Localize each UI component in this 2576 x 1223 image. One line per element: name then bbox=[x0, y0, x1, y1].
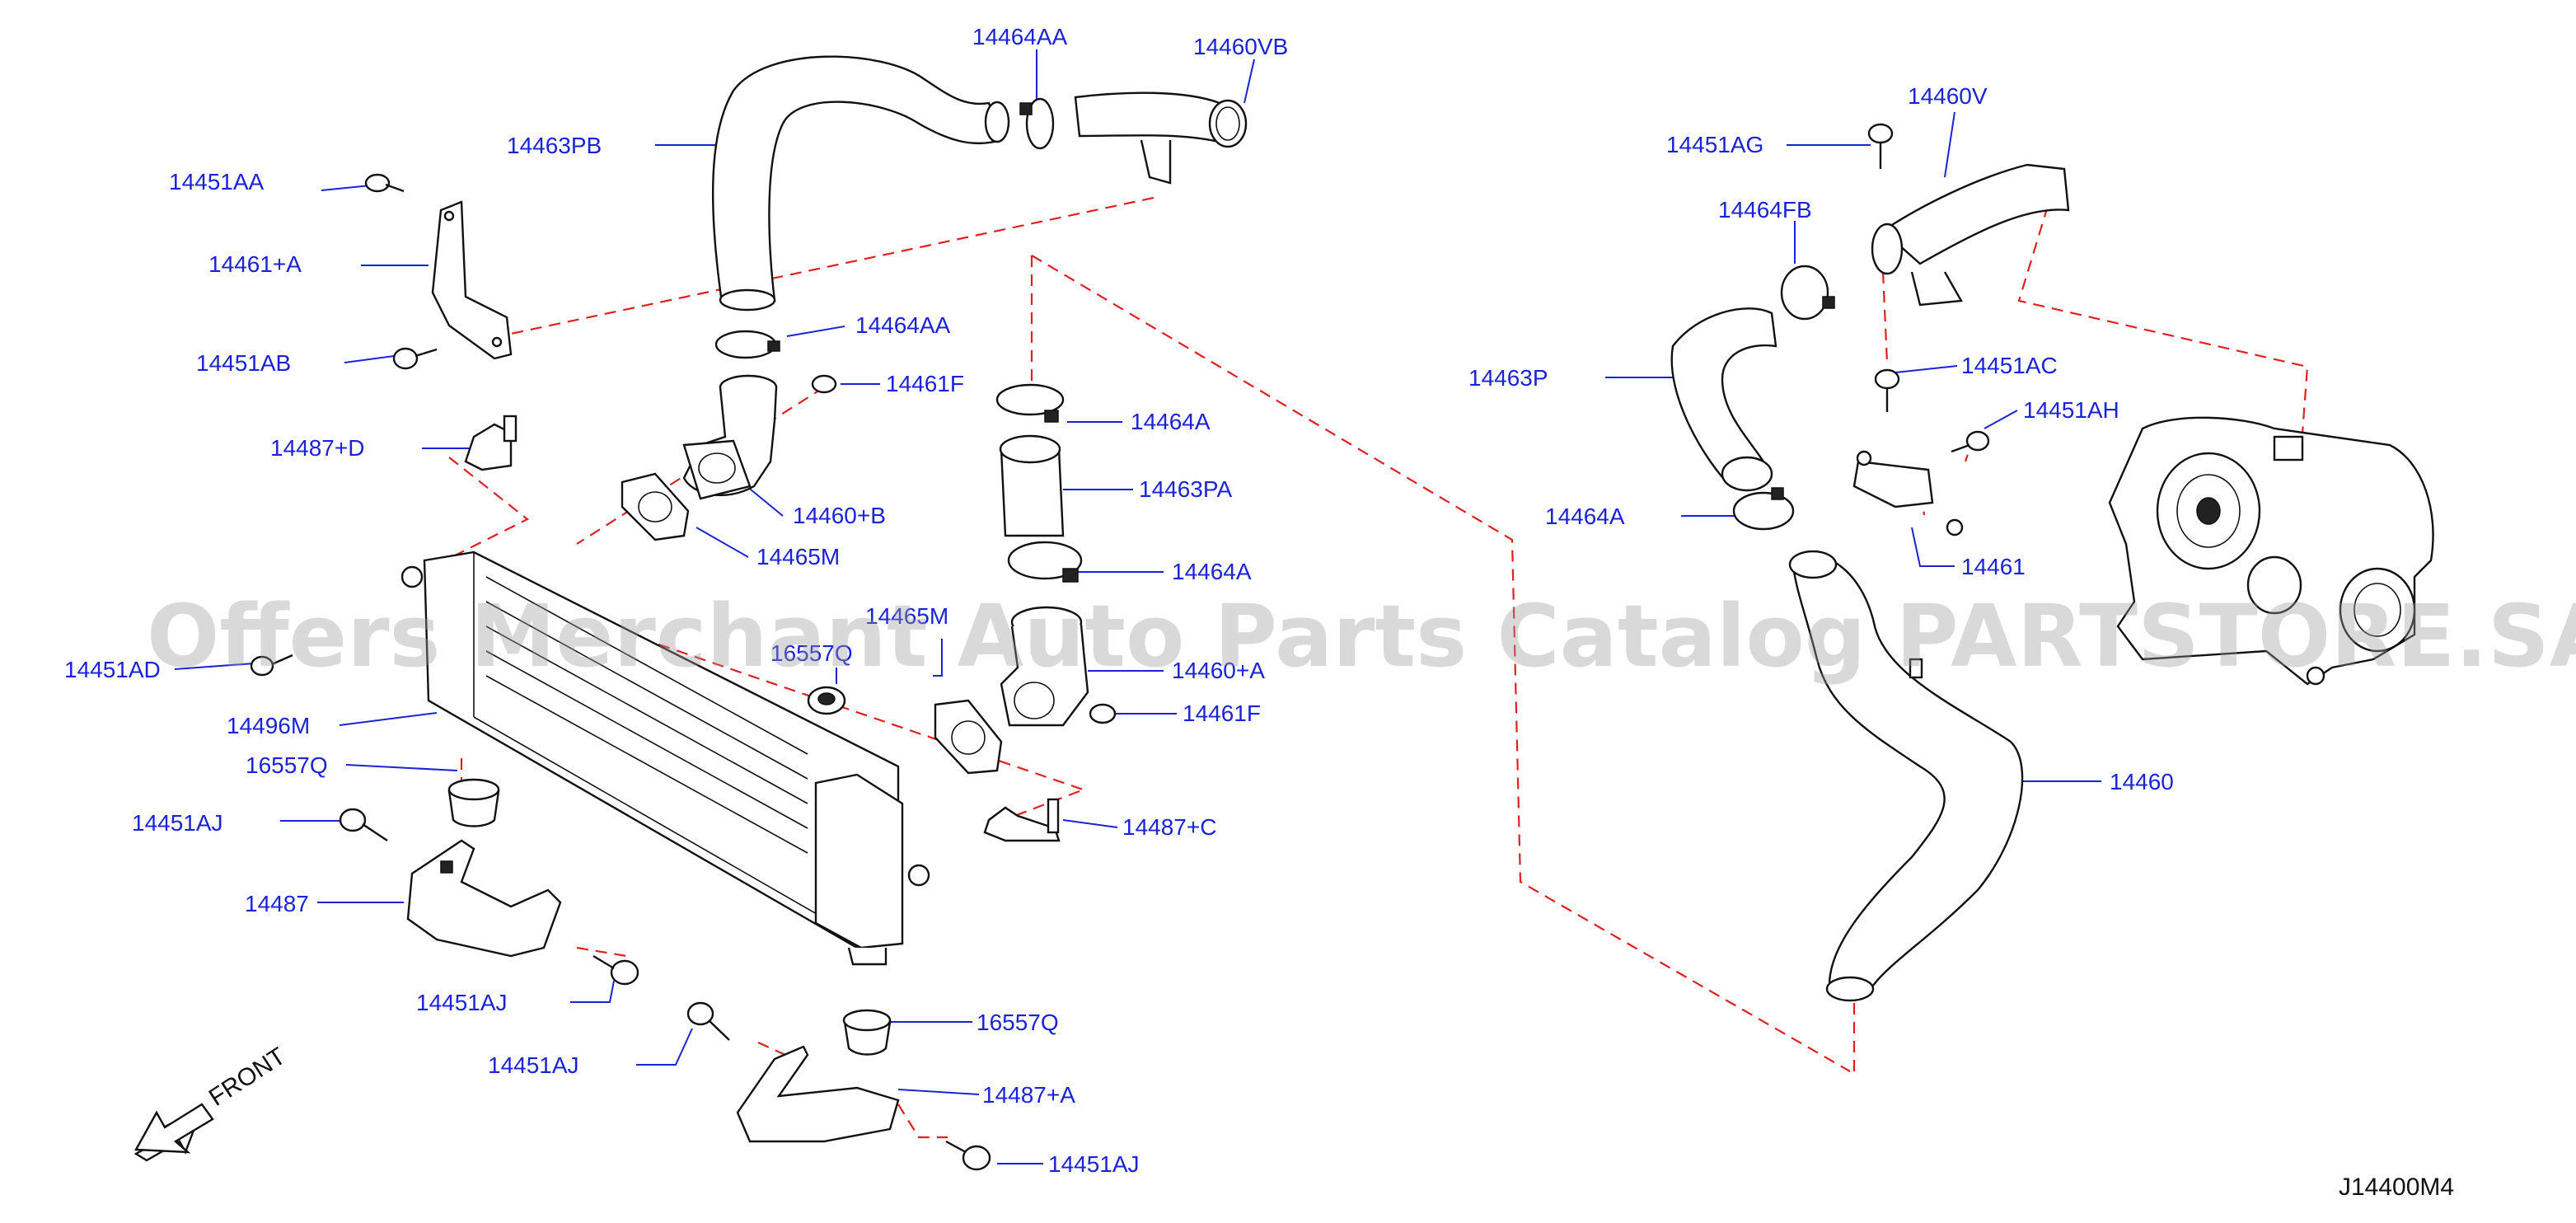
label-14496m[interactable]: 14496M bbox=[227, 713, 310, 738]
label-14451aa[interactable]: 14451AA bbox=[169, 169, 265, 194]
bracket-14487pc[interactable] bbox=[983, 798, 1061, 842]
label-14461pa[interactable]: 14461+A bbox=[208, 251, 302, 277]
bolt-14451ag[interactable] bbox=[1867, 123, 1894, 169]
label-14461f-low[interactable]: 14461F bbox=[1183, 701, 1261, 726]
label-14460[interactable]: 14460 bbox=[2110, 769, 2174, 794]
clamp-14464aa-mid[interactable] bbox=[714, 330, 780, 359]
label-14464fb[interactable]: 14464FB bbox=[1718, 197, 1812, 223]
front-arrow-icon bbox=[133, 1103, 214, 1162]
grommet-16557q-left[interactable] bbox=[447, 778, 500, 827]
bolt-14451ac[interactable] bbox=[1874, 368, 1900, 412]
front-label: FRONT bbox=[204, 1043, 291, 1112]
label-14464a-r[interactable]: 14464A bbox=[1545, 504, 1625, 529]
clip-14461f-top[interactable] bbox=[811, 374, 837, 394]
label-14451ah[interactable]: 14451AH bbox=[2023, 397, 2119, 423]
clamp-14464a-1[interactable] bbox=[995, 383, 1065, 423]
tube-14460vb[interactable] bbox=[1074, 91, 1248, 185]
clamp-14464fb[interactable] bbox=[1780, 265, 1835, 321]
label-14487pc[interactable]: 14487+C bbox=[1122, 814, 1216, 840]
bolt-14451aj-4[interactable] bbox=[945, 1140, 991, 1171]
clamp-14464a-r[interactable] bbox=[1732, 487, 1795, 531]
hose-14463p[interactable] bbox=[1670, 307, 1777, 492]
label-14464aa-top[interactable]: 14464AA bbox=[972, 24, 1068, 49]
label-14487pd[interactable]: 14487+D bbox=[270, 435, 364, 461]
label-14451ad[interactable]: 14451AD bbox=[64, 657, 161, 682]
tube-14460[interactable] bbox=[1788, 550, 2024, 1002]
label-14451ag[interactable]: 14451AG bbox=[1666, 132, 1763, 157]
part-labels: 14464AA 14460VB 14463PB 14451AA 14461+A … bbox=[64, 24, 2174, 1177]
leader-lines bbox=[174, 49, 2101, 1164]
bolt-14451aj-3[interactable] bbox=[686, 1001, 730, 1041]
label-16557q-low[interactable]: 16557Q bbox=[977, 1010, 1059, 1035]
label-14464a-2[interactable]: 14464A bbox=[1172, 559, 1252, 584]
intercooler-14496m[interactable] bbox=[400, 551, 930, 966]
label-14451ac[interactable]: 14451AC bbox=[1961, 353, 2058, 378]
bolt-14451aj-1[interactable] bbox=[339, 808, 388, 841]
bracket-14487pd[interactable] bbox=[464, 415, 518, 471]
elbow-14460pb[interactable] bbox=[682, 374, 778, 500]
label-14463pb[interactable]: 14463PB bbox=[507, 133, 602, 158]
bolt-14451ad[interactable] bbox=[250, 654, 293, 677]
label-14464aa-mid[interactable]: 14464AA bbox=[855, 312, 951, 338]
label-14487[interactable]: 14487 bbox=[245, 891, 309, 916]
label-14465m-mid[interactable]: 14465M bbox=[865, 603, 948, 629]
label-14463pa[interactable]: 14463PA bbox=[1139, 476, 1232, 502]
diagram-code: J14400M4 bbox=[2339, 1174, 2454, 1201]
clamp-14464a-2[interactable] bbox=[1007, 541, 1083, 583]
label-14451aj-1[interactable]: 14451AJ bbox=[132, 810, 223, 836]
gasket-14465m-mid[interactable] bbox=[934, 699, 1003, 775]
bracket-14487pa[interactable] bbox=[736, 1045, 900, 1143]
bolt-14451ah[interactable] bbox=[1951, 430, 1990, 453]
label-14451aj-2[interactable]: 14451AJ bbox=[416, 990, 508, 1015]
label-14460pa[interactable]: 14460+A bbox=[1172, 658, 1265, 683]
hose-14463pa[interactable] bbox=[999, 434, 1065, 537]
bracket-14487[interactable] bbox=[406, 839, 562, 958]
label-14461[interactable]: 14461 bbox=[1961, 554, 2026, 579]
elbow-14460pa[interactable] bbox=[1000, 606, 1089, 727]
bolt-14451aa[interactable] bbox=[364, 173, 405, 193]
tube-14460v[interactable] bbox=[1871, 163, 2070, 307]
label-14461f-top[interactable]: 14461F bbox=[886, 371, 964, 396]
clamp-14464aa-top[interactable] bbox=[1019, 97, 1055, 150]
label-14460vb[interactable]: 14460VB bbox=[1193, 34, 1288, 59]
label-14464a-1[interactable]: 14464A bbox=[1131, 409, 1211, 434]
sensor-14461[interactable] bbox=[1852, 450, 1964, 537]
hose-14463pb[interactable] bbox=[711, 55, 1010, 312]
label-14451ab[interactable]: 14451AB bbox=[196, 350, 291, 376]
label-14451aj-4[interactable]: 14451AJ bbox=[1048, 1151, 1140, 1177]
label-14465m-top[interactable]: 14465M bbox=[756, 544, 840, 569]
watermark: Offers Merchant Auto Parts Catalog PARTS… bbox=[147, 586, 2576, 686]
label-14460v[interactable]: 14460V bbox=[1908, 83, 1988, 109]
clip-14461f-low[interactable] bbox=[1089, 703, 1117, 724]
bolt-14451aj-2[interactable] bbox=[592, 954, 639, 986]
label-14451aj-3[interactable]: 14451AJ bbox=[488, 1052, 579, 1078]
bracket-14461pa[interactable] bbox=[431, 200, 513, 360]
label-14463p[interactable]: 14463P bbox=[1468, 365, 1548, 391]
turbocharger[interactable] bbox=[2108, 416, 2434, 686]
grommet-16557q-mid[interactable] bbox=[807, 686, 846, 715]
gasket-14465m-top[interactable] bbox=[621, 472, 690, 541]
bolt-14451ab[interactable] bbox=[392, 347, 438, 370]
label-16557q-mid[interactable]: 16557Q bbox=[770, 640, 853, 666]
label-14460pb[interactable]: 14460+B bbox=[793, 503, 886, 528]
label-16557q-left[interactable]: 16557Q bbox=[246, 752, 328, 778]
grommet-16557q-low[interactable] bbox=[842, 1009, 892, 1056]
label-14487pa[interactable]: 14487+A bbox=[982, 1082, 1075, 1108]
